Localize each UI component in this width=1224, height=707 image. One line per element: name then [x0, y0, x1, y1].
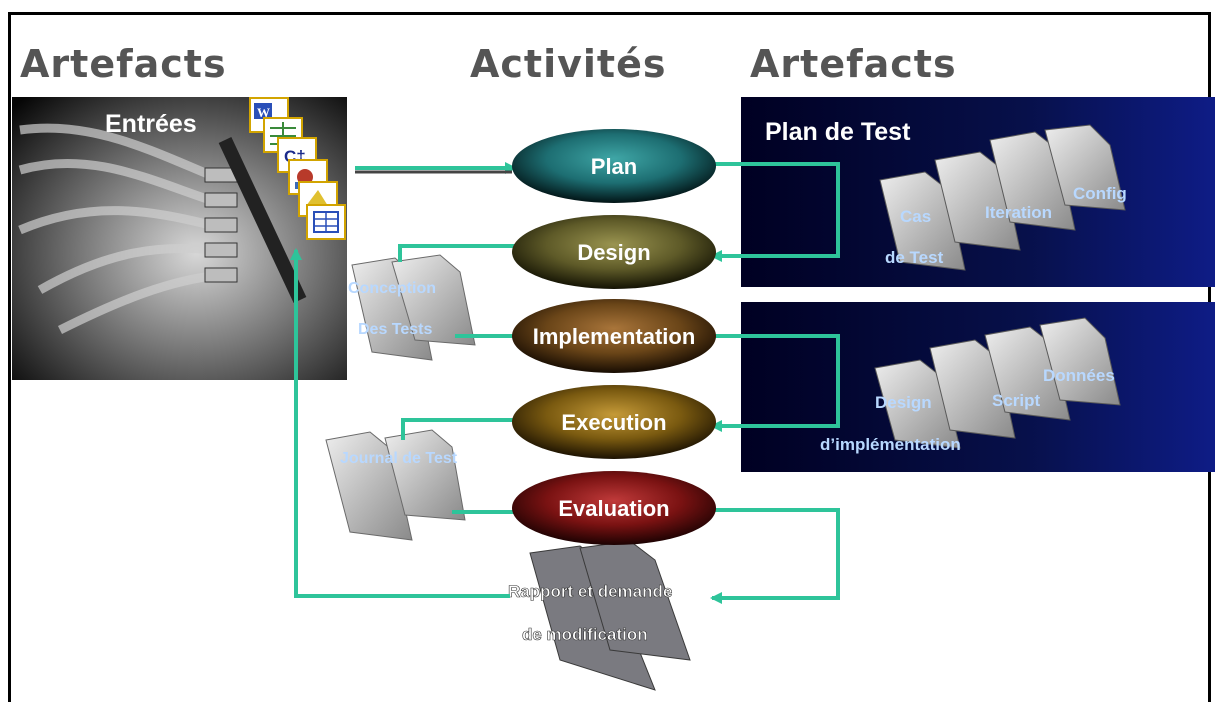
donnees-label: Données [1043, 366, 1115, 385]
config-label: Config [1073, 184, 1127, 203]
test-plan-folders [879, 124, 1126, 271]
archive-file-icon [298, 181, 338, 217]
inputs-connector-blocks [204, 167, 238, 283]
arrow-implementation-to-execution [706, 334, 840, 432]
activity-implementation: Implementation [512, 299, 716, 373]
rapport-label-2: de modification [522, 625, 648, 644]
rapport-label-1: Rapport et demande [508, 582, 672, 601]
arrow-evaluation-to-rapport [706, 508, 840, 604]
script-label: Script [992, 391, 1041, 410]
arrow-design-to-conception [398, 244, 515, 262]
activity-evaluation: Evaluation [512, 471, 716, 545]
activity-plan-label: Plan [591, 154, 637, 179]
test-case-label-1: Cas [900, 207, 931, 226]
conception-label-2: Des Tests [358, 321, 433, 338]
implementation-folders [874, 317, 1121, 449]
arrow-execution-to-journal [401, 418, 515, 440]
inputs-bar [218, 137, 307, 303]
arrow-rapport-to-inputs [290, 248, 510, 598]
table-file-icon [306, 204, 346, 240]
journal-label: Journal de Test [340, 450, 458, 467]
test-plan-title: Plan de Test [765, 118, 911, 146]
connector-arrows [290, 162, 840, 604]
inputs-label: Entrées [105, 110, 197, 138]
journal-folder [325, 429, 466, 541]
conception-label-1: Conception [348, 280, 436, 297]
heading-artefacts-right: Artefacts [750, 42, 957, 86]
activity-execution: Execution [512, 385, 716, 459]
heading-artefacts-left: Artefacts [20, 42, 227, 86]
activity-design: Design [512, 215, 716, 289]
inputs-abstract-shapes [18, 123, 221, 335]
activity-execution-label: Execution [561, 410, 666, 435]
activity-design-label: Design [577, 240, 650, 265]
iteration-label: Iteration [985, 203, 1052, 222]
conception-folder [351, 254, 476, 361]
svg-text:W: W [257, 105, 270, 120]
impl-design-label-1: Design [875, 393, 932, 412]
activity-implementation-label: Implementation [533, 324, 696, 349]
rapport-folder [529, 540, 691, 691]
test-case-label-2: de Test [885, 248, 944, 267]
impl-design-label-2: d’implémentation [820, 435, 961, 454]
arrow-plan-to-design [706, 162, 840, 262]
heading-activites: Activités [470, 42, 667, 86]
activity-evaluation-label: Evaluation [558, 496, 669, 521]
activity-plan: Plan [512, 129, 716, 203]
